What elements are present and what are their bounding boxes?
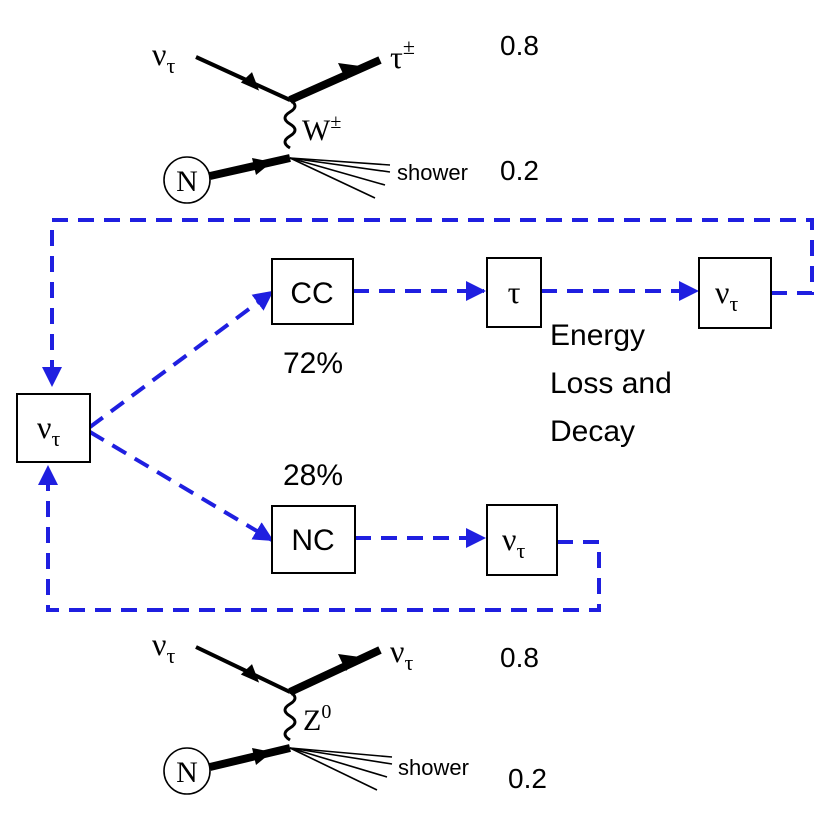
nc-nu-box	[486, 504, 558, 576]
top-shower-line-4	[289, 157, 376, 199]
start-nu-label: ντ	[37, 409, 60, 451]
top-outgoing-line	[288, 56, 382, 104]
bottom-outgoing-line	[288, 646, 382, 696]
bottom-fraction-shower: 0.2	[508, 763, 547, 794]
bottom-fraction-lepton: 0.8	[500, 642, 539, 673]
top-incoming-line	[195, 55, 291, 102]
bottom-nucleon-label: N	[176, 756, 198, 789]
bottom-shower-label: shower	[398, 755, 469, 780]
top-nucleon-label: N	[176, 165, 198, 198]
bottom-outgoing-nu-label: ντ	[390, 633, 413, 675]
bottom-nucleon-arrow	[252, 748, 272, 765]
cc-nu-label: ντ	[715, 274, 738, 316]
bottom-outgoing-arrow	[338, 654, 360, 671]
bottom-incoming-arrow	[240, 664, 260, 683]
cc-percent: 72%	[283, 347, 343, 380]
bottom-nucleon-circle	[163, 747, 211, 795]
start-to-cc-arrow	[88, 290, 274, 429]
bottom-nucleon-line	[209, 744, 291, 771]
bottom-shower-line-3	[289, 747, 388, 778]
top-nucleon-circle	[163, 156, 211, 204]
bottom-feynman-diagram: ντ ντ 0.8 Z0 N shower 0.2	[152, 626, 547, 795]
energy-note-line-3: Decay	[550, 415, 635, 448]
bottom-incoming-nu-label: ντ	[152, 626, 175, 668]
top-nucleon-arrow	[252, 158, 272, 175]
top-shower-line-1	[289, 157, 391, 166]
top-fraction-lepton: 0.8	[500, 30, 539, 61]
top-outgoing-arrow	[338, 63, 360, 80]
top-outgoing-tau-label: τ±	[390, 34, 415, 75]
bottom-incoming-line	[195, 645, 291, 694]
bottom-shower-line-4	[289, 747, 378, 791]
flow-chart: ντ CC 72% τ ντ Energy Loss and Decay 28%…	[16, 218, 814, 612]
top-nucleon-line	[209, 154, 291, 180]
nc-percent: 28%	[283, 459, 343, 492]
top-fraction-shower: 0.2	[500, 155, 539, 186]
w-boson-line	[283, 98, 297, 150]
cc-box	[271, 258, 354, 325]
z-boson-label: Z0	[303, 701, 331, 737]
cc-nu-box	[698, 257, 772, 329]
energy-note-line-2: Loss and	[550, 367, 672, 400]
z-boson-line	[283, 690, 297, 742]
start-nu-box	[16, 393, 91, 463]
bottom-shower-line-1	[289, 747, 393, 758]
cc-label: CC	[290, 277, 333, 310]
w-boson-label: W±	[302, 111, 341, 147]
nc-label: NC	[291, 524, 334, 557]
top-feynman-diagram: ντ τ± 0.8 W± N shower 0.2	[152, 30, 539, 204]
bottom-shower-line-2	[289, 747, 393, 765]
top-shower-line-2	[289, 157, 391, 173]
top-incoming-arrow	[240, 72, 260, 91]
top-shower-label: shower	[397, 160, 468, 185]
nc-box	[271, 505, 356, 574]
top-shower-line-3	[289, 157, 386, 186]
nc-nu-label: ντ	[502, 521, 525, 563]
cc-return-loop	[42, 218, 814, 387]
start-to-nc-arrow	[88, 430, 274, 542]
nc-return-loop	[38, 465, 601, 612]
top-incoming-nu-label: ντ	[152, 36, 175, 78]
energy-note-line-1: Energy	[550, 319, 645, 352]
tau-label: τ	[508, 274, 521, 310]
tau-box	[486, 257, 542, 328]
